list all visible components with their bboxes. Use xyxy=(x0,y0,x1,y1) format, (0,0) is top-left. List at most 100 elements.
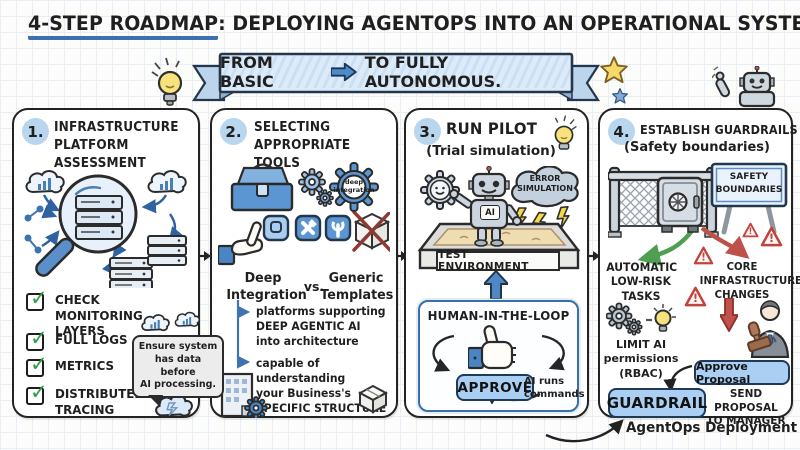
deep-integration-gear-icon xyxy=(329,162,379,212)
checkbox-icon xyxy=(26,387,44,405)
step-4-title: ESTABLISH GUARDRAILS xyxy=(640,122,798,137)
page-title: 4-STEP ROADMAP: DEPLOYING AGENTOPS INTO … xyxy=(28,12,800,40)
lightbulb-icon xyxy=(554,115,577,150)
checkbox-icon xyxy=(26,293,44,311)
smiley-gear-icon xyxy=(420,170,460,210)
banner-to-label: TO FULLY AUTONOMOUS. xyxy=(364,53,502,91)
warning-icon: ! xyxy=(684,286,707,307)
banner-ribbon xyxy=(191,52,601,102)
human-in-the-loop-box: HUMAN-IN-THE-LOOP APPROVE AI runs comman… xyxy=(418,300,585,412)
warning-icon: ! xyxy=(742,222,759,238)
banner-from-label: FROM BASIC xyxy=(220,53,274,91)
button-tile-icon xyxy=(262,214,290,242)
title-lead: 4-STEP ROADMAP xyxy=(28,12,219,40)
safe-vault-icon xyxy=(656,176,704,233)
tool-choice-illustration xyxy=(218,212,390,266)
safety-sign-icon xyxy=(710,162,788,235)
title-rest: : DEPLOYING AGENTOPS INTO AN OPERATIONAL… xyxy=(218,12,800,35)
deep-integration-gear-label: deep integration xyxy=(333,178,375,194)
step-1-panel: 1. INFRASTRUCTURE PLATFORM ASSESSMENT xyxy=(12,108,224,418)
svg-text:!: ! xyxy=(701,252,706,264)
gear-icon xyxy=(298,168,326,196)
right-arrow-icon xyxy=(331,63,357,81)
server-stack-icon xyxy=(109,257,153,288)
step-1-title: INFRASTRUCTURE PLATFORM ASSESSMENT xyxy=(54,120,179,172)
pilot-robot-icon xyxy=(449,166,522,247)
lightbulb-icon xyxy=(151,57,183,106)
robot-mascot-icon xyxy=(712,66,776,108)
option-deep-integration: Deep Integration xyxy=(226,270,307,303)
checklist-item: ✓METRICS xyxy=(26,352,117,377)
storm-cloud-icon xyxy=(511,166,579,208)
building-gear-icon xyxy=(220,372,268,418)
step-4-panel: 4. ESTABLISH GUARDRAILS (Safety boundari… xyxy=(598,108,800,427)
gears-and-idea-icon xyxy=(606,302,676,336)
cloud-icon xyxy=(141,314,170,332)
cloud-icon xyxy=(174,311,201,327)
checkmark-icon: ✓ xyxy=(30,326,48,350)
step-2-title: SELECTING APPROPRIATE TOOLS xyxy=(254,120,351,172)
bullet-connector xyxy=(236,300,251,369)
gear-icon xyxy=(316,189,334,207)
footer-label: AgentOps Deployment xyxy=(626,420,798,436)
branch-arrows xyxy=(637,226,750,266)
manager-stamp-icon xyxy=(747,300,790,358)
step-3-number-badge: 3. xyxy=(414,118,441,145)
svg-text:!: ! xyxy=(693,291,698,305)
svg-text:!: ! xyxy=(769,231,774,245)
step-3-panel: 3. RUN PILOT (Trial simulation) xyxy=(404,108,589,418)
magnifier-icon xyxy=(35,174,138,277)
up-arrow-icon xyxy=(484,271,508,299)
cloud-metrics-icon xyxy=(147,170,187,194)
star-icon xyxy=(600,56,628,84)
warning-icon: ! xyxy=(693,246,714,265)
thumbs-up-icon xyxy=(468,325,516,370)
warning-icon: ! xyxy=(760,226,783,247)
option-generic-templates: Generic Templates xyxy=(320,270,394,303)
footer-arrow-icon xyxy=(545,419,624,443)
step-3-title: RUN PILOT xyxy=(446,119,538,138)
checklist-item: ✓FULL LOGS xyxy=(26,326,131,351)
checklist-item: ✓DISTRIBUTED TRACING xyxy=(26,380,149,417)
limit-ai-permissions-label: LIMIT AI permissions (RBAC) xyxy=(603,338,679,380)
svg-text:!: ! xyxy=(749,227,753,237)
note-bubble: Ensure system has data before AI process… xyxy=(132,335,224,408)
rejected-box-icon xyxy=(352,212,390,252)
robot-ai-chip: AI xyxy=(480,205,500,220)
step-4-subtitle: (Safety boundaries) xyxy=(624,140,770,155)
checkmark-icon: ✓ xyxy=(30,352,48,376)
send-proposal-label: SEND PROPOSAL TO MANAGER xyxy=(706,388,786,428)
red-down-arrow-icon xyxy=(720,298,738,332)
step-2-number-badge: 2. xyxy=(220,118,247,145)
versus-label: vs. xyxy=(303,279,325,294)
package-icon xyxy=(358,384,388,414)
step-2-panel: 2. SELECTING APPROPRIATE TOOLS xyxy=(210,108,398,418)
bullet-capable: capable of understanding your Business's… xyxy=(256,356,387,415)
cloud-metrics-icon xyxy=(25,170,65,194)
red-arrow xyxy=(700,226,750,259)
server-in-glass-icon xyxy=(75,195,123,240)
infrastructure-assessment-illustration xyxy=(24,170,187,288)
approve-proposal-button[interactable]: Approve Proposal xyxy=(694,360,790,386)
toolbox-icon xyxy=(230,163,294,212)
checklist-item: ✓CHECK MONITORING LAYERS xyxy=(26,288,198,339)
bullet-platforms: platforms supporting DEEP AGENTIC AI int… xyxy=(256,304,386,348)
server-stack-icon xyxy=(147,235,187,266)
guardrail-button[interactable]: GUARDRAIL xyxy=(607,388,707,418)
safety-boundaries-label: SAFETY BOUNDARIES xyxy=(715,172,783,195)
step-1-number-badge: 1. xyxy=(22,118,49,145)
core-changes-label: CORE INFRASTRUCTURE CHANGES xyxy=(699,260,800,301)
checkbox-icon xyxy=(26,359,44,377)
banner-text: FROM BASIC TO FULLY AUTONOMOUS. xyxy=(220,53,572,91)
hitl-title: HUMAN-IN-THE-LOOP xyxy=(427,308,570,323)
checkmark-icon: ✓ xyxy=(30,380,48,404)
error-simulation-label: ERROR SIMULATION xyxy=(517,174,573,194)
green-arrow xyxy=(637,226,696,266)
crossed-tools-tile-icon xyxy=(294,214,322,242)
ai-runs-commands-label: AI runs commands xyxy=(524,376,585,400)
curved-arrow-icon xyxy=(663,364,693,393)
network-nodes-icon xyxy=(24,205,44,254)
approve-button[interactable]: APPROVE xyxy=(456,374,534,401)
wrench-tile-icon xyxy=(324,214,352,242)
